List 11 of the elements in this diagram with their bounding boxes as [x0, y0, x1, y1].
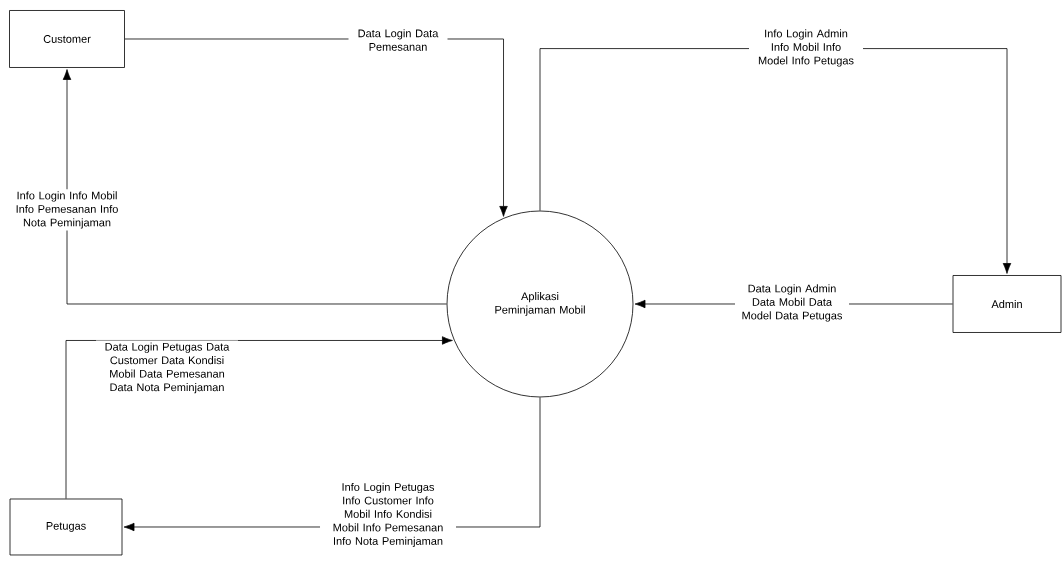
edge-label: Data Login Petugas Data Customer Data Kondisi Mobil Data Pemesanan Data Nota Peminjaman [96, 340, 238, 396]
arrow [62, 69, 447, 305]
entity-box: Customer [9, 10, 125, 68]
entity-box: Petugas [9, 498, 123, 556]
edge-label: Info Login Admin Info Mobil Info Model Info Petugas [749, 27, 863, 69]
edge-label: Info Login Petugas Info Customer Info Mobil Info Kondisi Mobil Info Pemesanan Info Nota Peminjaman [320, 480, 456, 550]
edge-label: Data Login Data Pemesanan [348, 27, 448, 53]
edge-label: Data Login Admin Data Mobil Data Model Data Petugas [735, 282, 849, 324]
entity-box: Admin [952, 275, 1062, 333]
arrow [65, 336, 453, 499]
edge-label: Info Login Info Mobil Info Pemesanan Info Nota Peminjaman [4, 189, 130, 231]
